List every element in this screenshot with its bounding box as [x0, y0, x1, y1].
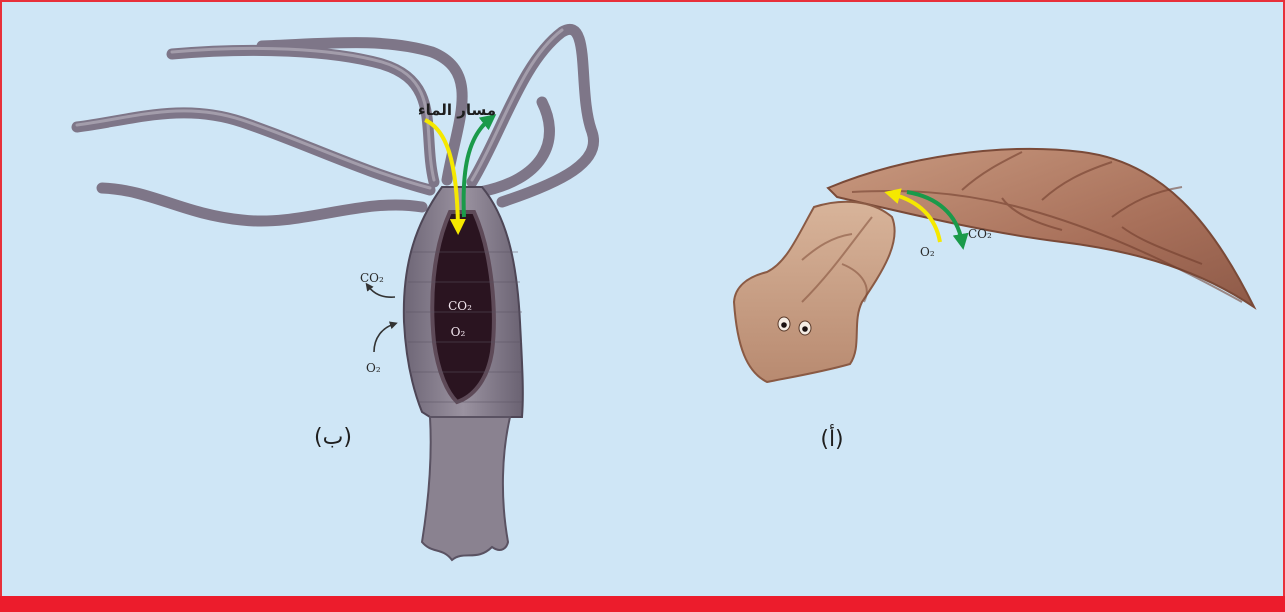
bottom-bar [0, 596, 1285, 612]
hydra-stalk [422, 417, 510, 560]
hydra-water-path-label: مسار الماء [418, 101, 496, 119]
hydra-o2-cavity-label: O₂ [451, 325, 466, 339]
hydra-co2-out-arrow [368, 286, 395, 297]
hydra-o2-in-arrow [374, 324, 394, 352]
planaria: O₂ CO₂ (أ) [734, 149, 1254, 452]
hydra-co2-cavity-label: CO₂ [448, 299, 472, 313]
planaria-co2-label: CO₂ [968, 227, 992, 241]
planaria-caption: (أ) [820, 424, 843, 452]
hydra: مسار الماء CO₂ O₂ CO₂ O₂ (ب) [77, 29, 594, 560]
planaria-head-section [734, 202, 895, 382]
hydra-caption: (ب) [314, 425, 352, 450]
planaria-pupil-left [781, 322, 787, 328]
hydra-o2-outside-label: O₂ [366, 361, 381, 375]
planaria-pupil-right [802, 326, 808, 332]
hydra-co2-outside-label: CO₂ [360, 271, 384, 285]
hydra-tentacles [77, 29, 594, 221]
planaria-o2-label: O₂ [920, 245, 935, 259]
